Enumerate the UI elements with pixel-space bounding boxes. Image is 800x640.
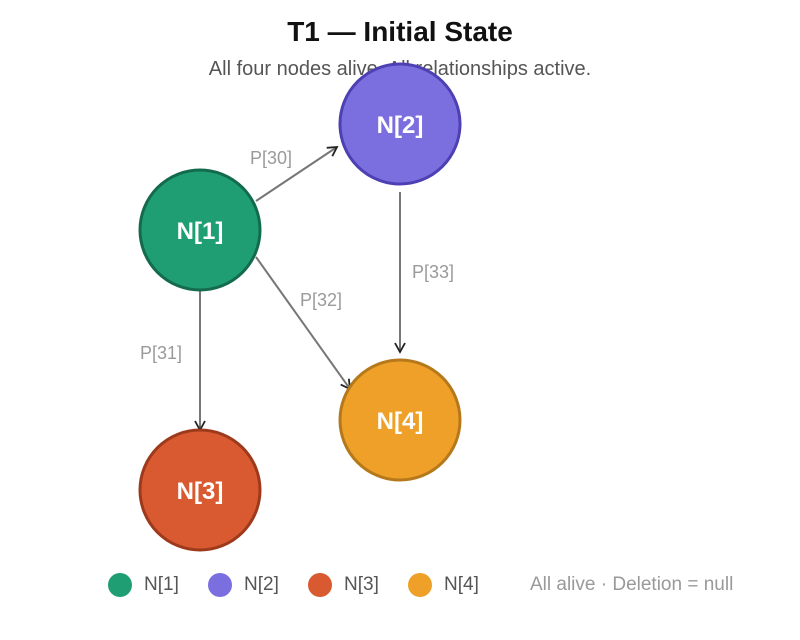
edge-label-n1-n3: P[31]	[140, 343, 182, 363]
legend-label: N[3]	[344, 574, 379, 595]
legend-item-n4: N[4]	[408, 570, 479, 600]
edge-label-n1-n2: P[30]	[250, 148, 292, 168]
legend-swatch	[108, 573, 132, 597]
legend-label: N[4]	[444, 574, 479, 595]
node-n4: N[4]	[338, 358, 462, 482]
legend: N[1] N[2] N[3] N[4] All alive · Deletion…	[0, 570, 800, 600]
edge-n1-n2: P[30]	[250, 145, 339, 202]
edge-label-n2-n4: P[33]	[412, 262, 454, 282]
legend-item-n2: N[2]	[208, 570, 279, 600]
diagram-title: T1 — Initial State	[287, 16, 513, 47]
edge-label-n1-n4: P[32]	[300, 290, 342, 310]
node-label-n1: N[1]	[177, 218, 224, 245]
legend-swatch	[208, 573, 232, 597]
node-n2: N[2]	[338, 62, 462, 186]
edge-n1-n4: P[32]	[255, 256, 352, 391]
node-label-n3: N[3]	[177, 478, 224, 505]
edge-n2-n4: P[33]	[394, 192, 454, 354]
legend-label: N[2]	[244, 574, 279, 595]
legend-swatch	[408, 573, 432, 597]
legend-swatch	[308, 573, 332, 597]
node-n1: N[1]	[138, 168, 262, 292]
edge-n1-n3: P[31]	[140, 291, 206, 432]
legend-note: All alive · Deletion = null	[530, 574, 734, 595]
legend-item-n3: N[3]	[308, 570, 379, 600]
node-label-n4: N[4]	[377, 408, 424, 435]
legend-item-n1: N[1]	[108, 570, 179, 600]
legend-label: N[1]	[144, 574, 179, 595]
node-label-n2: N[2]	[377, 112, 424, 139]
node-n3: N[3]	[138, 428, 262, 552]
